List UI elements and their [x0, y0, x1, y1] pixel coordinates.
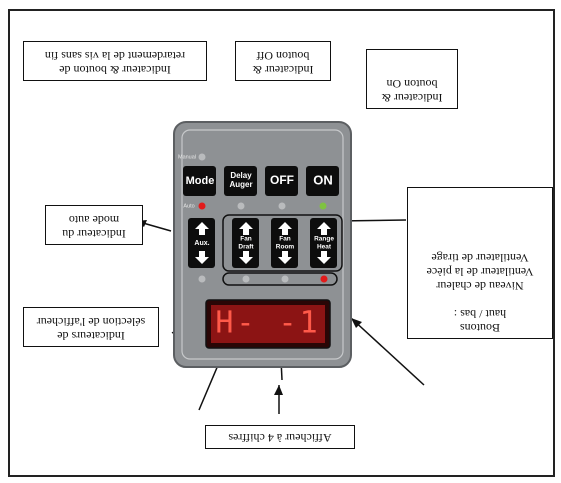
callout-auger-indicator-text: Indicateur & bouton de retardement de la…	[44, 49, 186, 77]
connector-on	[350, 317, 425, 386]
auger-delay-button	[224, 166, 257, 196]
callout-four-digit-display-text: Afficheur à 4 chiffres	[228, 431, 332, 445]
aux-button-label: Aux.	[194, 240, 209, 247]
callout-off-indicator-text: Indicateur & bouton Off	[252, 49, 314, 77]
heat-range-select-led	[320, 275, 328, 283]
svg-text:Fan: Fan	[240, 236, 252, 243]
off-button-label: OFF	[270, 173, 294, 187]
auger-delay-label-1: Auger	[229, 180, 252, 189]
svg-text:Draft: Draft	[238, 244, 254, 251]
draft-fan-button: Draft Fan	[232, 218, 259, 268]
svg-text:Heat: Heat	[317, 244, 332, 251]
callout-updown-buttons: Boutons haut / bas : Niveau de chaleur V…	[407, 187, 553, 339]
callout-display-select: Indicateurs de sélection de l'afficheur	[23, 307, 159, 347]
callout-auger-indicator: Indicateur & bouton de retardement de la…	[23, 41, 207, 81]
callout-on-indicator-text: Indicateur & bouton On	[381, 77, 443, 105]
svg-text:Fan: Fan	[279, 236, 291, 243]
off-button	[265, 166, 298, 196]
room-fan-select-led	[281, 275, 289, 283]
off-led	[278, 202, 286, 210]
aux-button: Aux.	[188, 218, 215, 268]
draft-fan-select-led	[242, 275, 250, 283]
on-button	[306, 166, 339, 196]
callout-off-indicator: Indicateur & bouton Off	[235, 41, 331, 81]
auger-delay-label-2: Delay	[230, 171, 252, 180]
callout-on-indicator: Indicateur & bouton On	[366, 49, 458, 109]
updown-group-outline	[222, 214, 343, 272]
auto-led	[198, 202, 206, 210]
auger-led	[237, 202, 245, 210]
room-fan-button: Room Fan	[271, 218, 298, 268]
auto-label: Auto	[183, 203, 194, 209]
aux-select-led	[198, 275, 206, 283]
display-readout: H- -1	[215, 306, 320, 341]
callout-four-digit-display: Afficheur à 4 chiffres	[205, 425, 355, 449]
mode-button	[183, 166, 216, 196]
manual-led	[198, 153, 206, 161]
callout-auto-indicator: Indicateur du mode auto	[45, 205, 143, 245]
mode-button-label: Mode	[186, 175, 215, 187]
display-select-outline	[222, 272, 338, 286]
callout-auto-indicator-text: Indicateur du mode auto	[62, 213, 126, 241]
callout-display-select-text: Indicateurs de sélection de l'afficheur	[36, 315, 146, 343]
on-led	[319, 202, 327, 210]
svg-text:Range: Range	[314, 236, 334, 243]
callout-updown-buttons-text: Boutons haut / bas : Niveau de chaleur V…	[426, 251, 534, 335]
manual-label: Manual	[178, 154, 196, 160]
heat-range-button: Heat Range	[310, 218, 337, 268]
on-button-label: ON	[313, 172, 333, 187]
svg-text:Room: Room	[276, 244, 295, 251]
